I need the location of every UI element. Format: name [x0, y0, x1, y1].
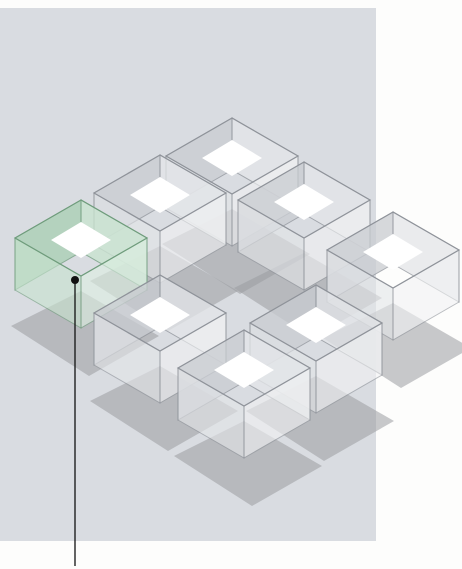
leader-dot — [71, 276, 79, 284]
